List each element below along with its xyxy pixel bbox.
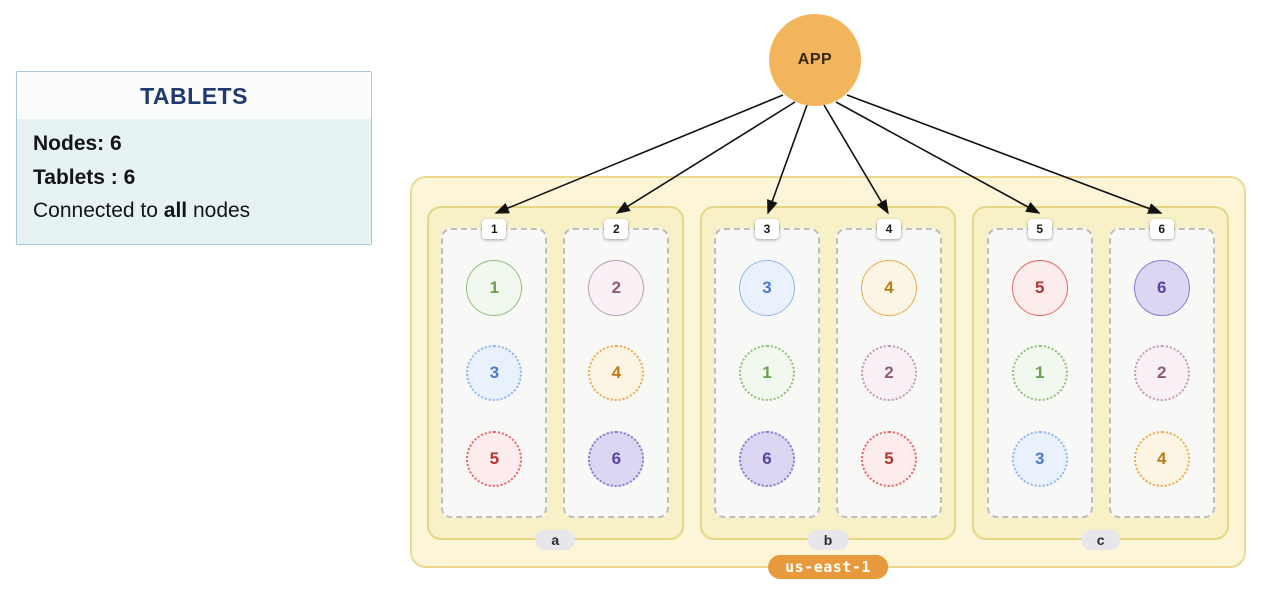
tablets-info-panel: TABLETS Nodes: 6 Tablets : 6 Connected t… [16, 71, 372, 245]
zone-b: 3 3 1 6 4 4 2 5 b [699, 206, 957, 550]
tablet-follower: 6 [588, 430, 645, 487]
connected-emph: all [163, 199, 188, 223]
tablet-follower: 5 [466, 430, 523, 487]
panel-body: Nodes: 6 Tablets : 6 Connected to all no… [17, 119, 371, 244]
tablet-leader: 5 [1011, 259, 1068, 316]
connected-post: nodes [187, 199, 251, 223]
tablet-leader: 6 [1133, 259, 1190, 316]
zone-a: 1 1 3 5 2 2 4 6 a [427, 206, 684, 550]
tablet-leader: 1 [466, 259, 523, 316]
node-badge: 3 [755, 219, 779, 239]
node-6: 6 6 2 4 [1108, 219, 1215, 518]
tablet-follower: 1 [1011, 345, 1068, 401]
zone-label-c: c [1080, 530, 1121, 550]
app-node: APP [769, 14, 861, 106]
zone-c: 5 5 1 3 6 6 2 4 c [972, 206, 1230, 550]
node-badge: 4 [877, 219, 901, 239]
tablet-leader: 2 [588, 259, 645, 316]
node-1: 1 1 3 5 [441, 219, 548, 518]
tablet-leader: 4 [861, 259, 917, 316]
panel-title: TABLETS [140, 83, 248, 109]
tablets-count-line: Tablets : 6 [33, 165, 136, 189]
node-5: 5 5 1 3 [986, 219, 1093, 518]
node-badge: 1 [482, 219, 507, 239]
node-4: 4 4 2 5 [836, 219, 942, 518]
tablet-follower: 1 [739, 345, 795, 401]
region-label: us-east-1 [768, 555, 888, 579]
app-label: APP [797, 51, 833, 68]
nodes-count-line: Nodes: 6 [33, 132, 122, 155]
tablet-follower: 3 [1011, 430, 1068, 487]
panel-header: TABLETS [17, 72, 371, 119]
node-2: 2 2 4 6 [563, 219, 670, 518]
tablet-follower: 3 [466, 345, 523, 401]
tablet-follower: 2 [861, 345, 917, 401]
connected-pre: Connected to [33, 199, 164, 223]
node-badge: 5 [1027, 219, 1052, 239]
tablet-leader: 3 [739, 259, 795, 316]
tablet-follower: 4 [1133, 430, 1190, 487]
tablet-follower: 2 [1133, 345, 1190, 401]
tablet-follower: 4 [588, 345, 645, 401]
zone-label-b: b [807, 530, 849, 550]
zone-label-a: a [535, 530, 576, 550]
region-us-east-1: 1 1 3 5 2 2 4 6 a 3 3 1 6 4 4 [410, 176, 1246, 579]
tablet-follower: 5 [861, 430, 917, 487]
node-3: 3 3 1 6 [714, 219, 820, 518]
node-badge: 6 [1149, 219, 1174, 239]
node-badge: 2 [604, 219, 629, 239]
tablet-follower: 6 [739, 430, 795, 487]
connected-line: Connected to all nodes [33, 194, 355, 228]
